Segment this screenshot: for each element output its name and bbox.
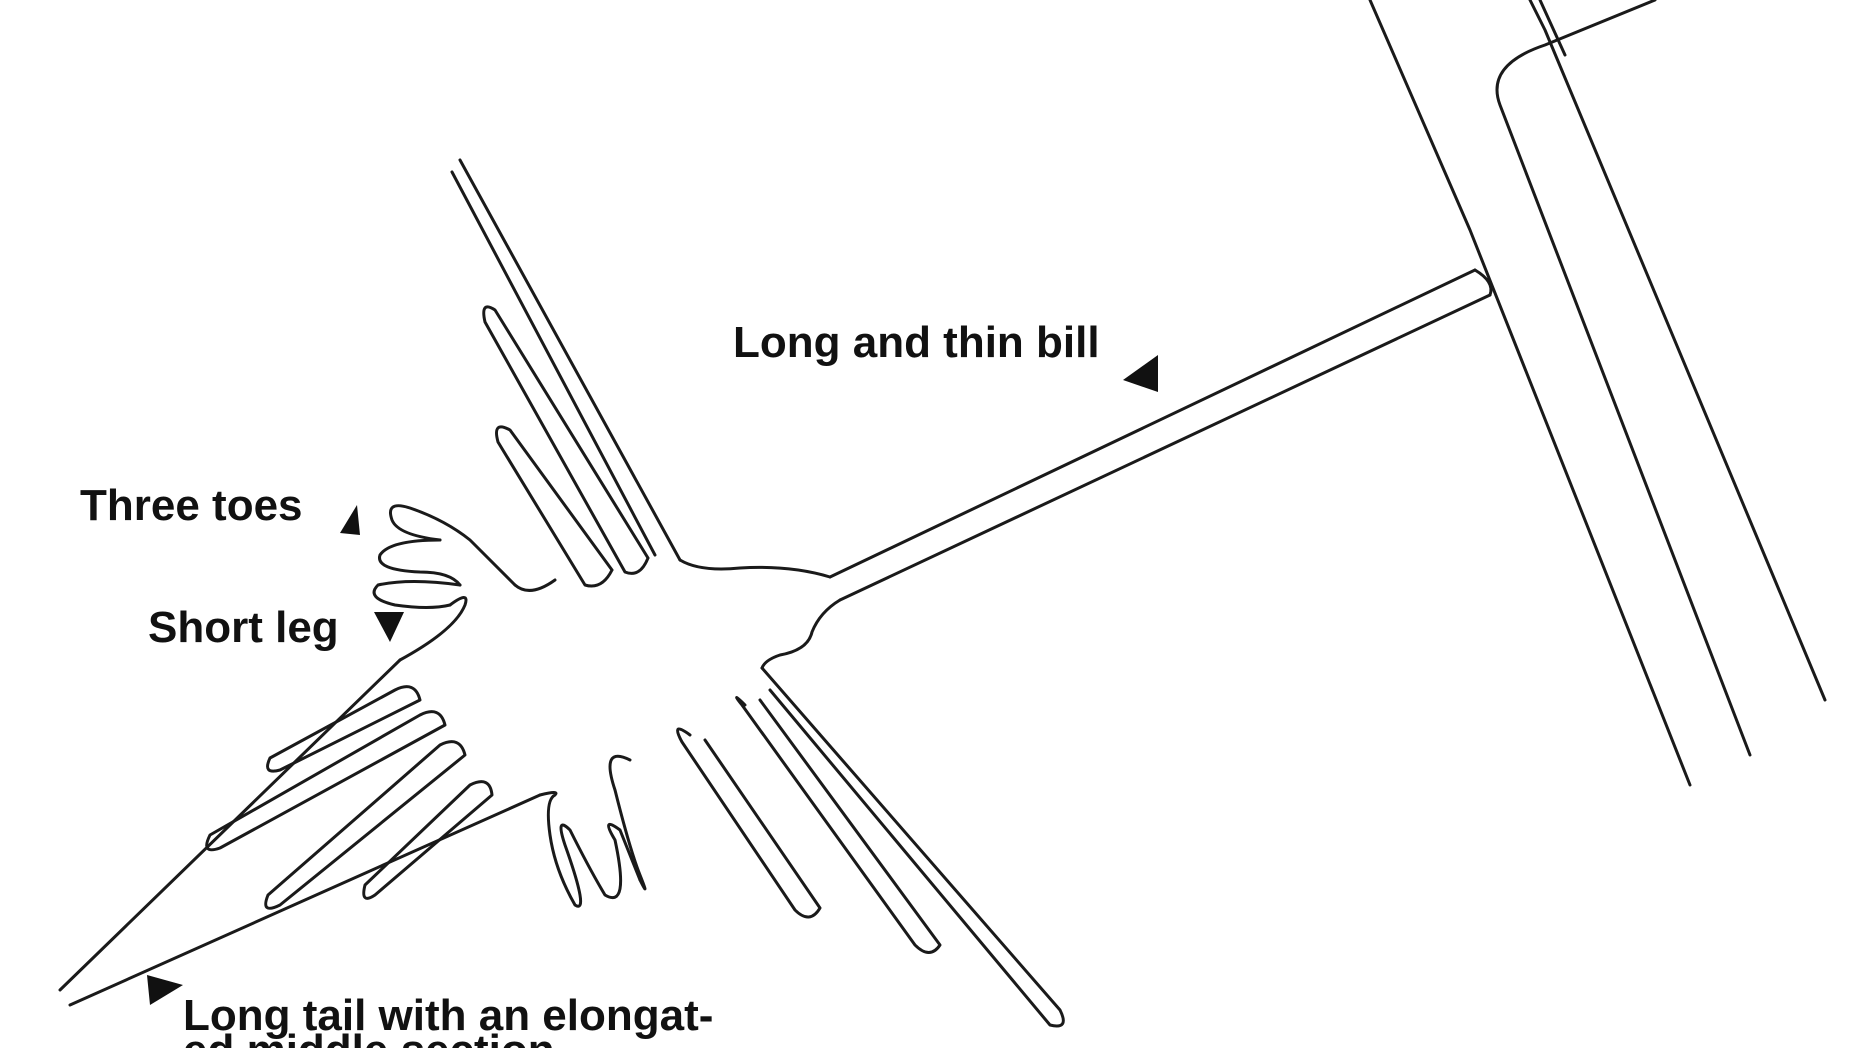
upper-wing-feather-2 [495, 425, 614, 588]
upper-wing-outer [458, 158, 682, 562]
tail-feather-3 [264, 740, 467, 910]
lower-wing-feather-4 [538, 791, 642, 908]
labels: Long and thin bill Three toes Short leg … [80, 318, 1100, 1048]
leg-label: Short leg [148, 603, 339, 652]
lower-wing [538, 666, 1065, 1028]
body [678, 558, 842, 670]
ground-lines [1368, 0, 1827, 787]
foot [372, 504, 517, 662]
ground-line-4 [1538, 0, 1567, 57]
tail-outer-lower [68, 793, 542, 1007]
bill-tip [1473, 268, 1493, 297]
lower-wing-feather-1 [735, 696, 942, 954]
bill-pointer-icon [1123, 355, 1158, 392]
tail-feather-4 [362, 780, 494, 900]
upper-wing-inner [450, 170, 657, 557]
ground-line-3 [1495, 0, 1752, 757]
toe-3 [372, 580, 462, 609]
upper-wing [450, 158, 682, 592]
toe-1 [389, 504, 517, 587]
head-bottom [760, 598, 842, 670]
tail [58, 658, 542, 1007]
lower-wing-feather-3 [608, 754, 647, 891]
bill [828, 268, 1493, 602]
toe-2 [378, 538, 462, 587]
pointer-arrows [147, 355, 1158, 1005]
lower-wing-feather-2 [676, 727, 822, 919]
bill-lower-edge [838, 293, 1492, 602]
ground-line-1 [1368, 0, 1692, 787]
tail-label-line-1: Long tail with an elongat- [183, 991, 713, 1040]
head-top [678, 558, 832, 579]
short-leg [398, 596, 468, 662]
bill-label: Long and thin bill [733, 318, 1100, 367]
bill-upper-edge [828, 268, 1477, 579]
tail-label-line-2: ed middle section [183, 1026, 555, 1048]
ground-line-2 [1528, 0, 1827, 702]
upper-wing-feather-1 [482, 305, 650, 575]
tail-feather-2 [205, 710, 447, 852]
upper-wing-feather-3 [513, 578, 557, 592]
toes-pointer-icon [340, 505, 360, 535]
lower-wing-outer [760, 666, 1065, 1028]
tail-pointer-icon [147, 975, 183, 1005]
leg-pointer-icon [374, 612, 404, 642]
toes-label: Three toes [80, 481, 303, 530]
tail-feather-1 [266, 685, 422, 773]
